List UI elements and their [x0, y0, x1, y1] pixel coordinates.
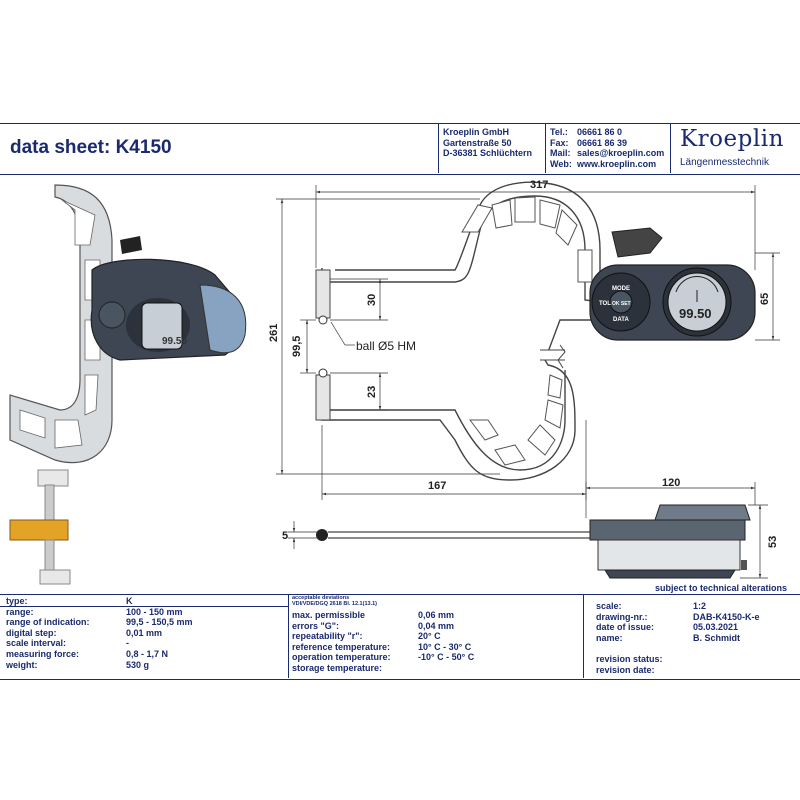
- dim-body-height: 53: [767, 536, 779, 548]
- contact-labels: Tel.: Fax: Mail: Web:: [550, 127, 572, 169]
- info-spacer: [596, 643, 663, 654]
- spec-value: 100 - 150 mm: [126, 606, 183, 617]
- deviation-label: max. permissible: [292, 610, 366, 620]
- deviation-label: errors "G":: [292, 620, 340, 631]
- dim-height-total: 261: [268, 324, 280, 342]
- header-divider: [670, 123, 671, 173]
- spec-value: 99,5 - 150,5 mm: [126, 617, 193, 628]
- table-divider: [288, 594, 289, 678]
- deviation-label: operation temperature:: [292, 652, 391, 663]
- issue-date: 05.03.2021: [693, 622, 739, 633]
- dim-jaw-lower: 23: [366, 386, 378, 398]
- spec-values: K 100 - 150 mm 99,5 - 150,5 mm 0,01 mm -…: [126, 596, 193, 670]
- dim-body-length: 120: [662, 477, 680, 489]
- caliper-front-view: [315, 181, 612, 481]
- deviation-value: 20° C: [418, 631, 441, 642]
- deviation-value: 10° C - 30° C: [418, 641, 472, 652]
- spec-value: K: [126, 596, 133, 606]
- dim-arm-thickness: 5: [282, 530, 288, 542]
- spec-value: -: [126, 638, 129, 649]
- spec-value: 0,01 mm: [126, 627, 163, 638]
- contact-label: Web:: [550, 158, 572, 169]
- info-label: drawing-nr.:: [596, 611, 648, 622]
- deviation-value: 0,06 mm: [418, 610, 455, 620]
- info-label: scale:: [596, 601, 622, 611]
- address-line: D-36381 Schlüchtern: [443, 148, 533, 158]
- contact-label: Fax:: [550, 137, 569, 148]
- header-divider: [545, 123, 546, 173]
- usage-schematic: [9, 469, 71, 585]
- address-line: Gartenstraße 50: [443, 137, 512, 148]
- mode-button[interactable]: MODE: [612, 286, 630, 292]
- spec-label: measuring force:: [6, 648, 80, 659]
- dim-gauge-height: 65: [759, 293, 771, 305]
- header-band: [0, 123, 800, 175]
- deviation-label: storage temperature:: [292, 662, 383, 673]
- info-label: name:: [596, 632, 623, 643]
- deviation-caption: acceptable deviations VDI/VDE/DGQ 2618 B…: [292, 595, 377, 607]
- info-label: revision date:: [596, 664, 655, 675]
- deviation-label: reference temperature:: [292, 641, 391, 652]
- table-rule: [0, 606, 288, 607]
- author-name: B. Schmidt: [693, 632, 741, 643]
- ball-label: ball Ø5 HM: [356, 339, 416, 353]
- header-divider: [438, 123, 439, 173]
- caption-line: VDI/VDE/DGQ 2618 Bl. 12.1(13.1): [292, 601, 377, 607]
- fax-number: 06661 86 39: [577, 137, 628, 148]
- spec-label: scale interval:: [6, 638, 67, 649]
- dim-range-max: 99,5: [291, 336, 303, 357]
- digital-gauge: [589, 227, 756, 341]
- phone-number: 06661 86 0: [577, 127, 623, 137]
- company-logo: Kroeplin: [680, 126, 784, 152]
- alterations-note: subject to technical alterations: [655, 583, 788, 593]
- page-title: data sheet: K4150: [10, 137, 172, 158]
- contact-label: Mail:: [550, 148, 571, 158]
- spec-label: range:: [6, 606, 34, 617]
- deviation-values: 0,06 mm 0,04 mm 20° C 10° C - 30° C -10°…: [418, 610, 474, 663]
- spec-value: 530 g: [126, 659, 150, 670]
- website-link[interactable]: www.kroeplin.com: [577, 158, 657, 169]
- spec-labels: type: range: range of indication: digita…: [6, 596, 90, 670]
- contact-values: 06661 86 0 06661 86 39 sales@kroeplin.co…: [577, 127, 664, 169]
- deviation-value: 0,04 mm: [418, 620, 455, 631]
- caliper-3d-render: [9, 184, 247, 464]
- address-block: Kroeplin GmbH Gartenstraße 50 D-36381 Sc…: [443, 127, 532, 159]
- company-tagline: Längenmesstechnik: [680, 157, 769, 168]
- dim-width-total: 317: [530, 179, 548, 191]
- render-display-value: 99.50: [162, 336, 187, 347]
- display-value: 99.50: [679, 306, 712, 321]
- dim-jaw-upper: 30: [366, 294, 378, 306]
- spec-label: digital step:: [6, 627, 57, 638]
- deviation-label: repeatability "r":: [292, 631, 363, 642]
- spec-table: [0, 594, 800, 680]
- table-divider: [583, 594, 584, 678]
- data-button[interactable]: DATA: [613, 317, 629, 323]
- info-label: date of issue:: [596, 622, 655, 633]
- scale-value: 1:2: [693, 601, 707, 611]
- drawing-number: DAB-K4150-K-e: [693, 611, 760, 622]
- caption-line: acceptable deviations: [292, 595, 350, 601]
- dimension-lines: [276, 185, 780, 500]
- caliper-side-view: [316, 504, 751, 579]
- spec-label: weight:: [6, 659, 38, 670]
- ok-set-button[interactable]: OK SET: [612, 301, 631, 307]
- contact-label: Tel.:: [550, 127, 568, 137]
- side-dimension-lines: [288, 482, 768, 579]
- drawing-info-values: 1:2 DAB-K4150-K-e 05.03.2021 B. Schmidt: [693, 601, 760, 643]
- info-label: revision status:: [596, 653, 663, 664]
- drawing-info-labels: scale: drawing-nr.: date of issue: name:…: [596, 601, 663, 675]
- dim-depth: 167: [428, 480, 446, 492]
- spec-label: type:: [6, 596, 28, 606]
- tol-button[interactable]: TOL: [599, 301, 611, 307]
- spec-label: range of indication:: [6, 617, 90, 628]
- deviation-labels: max. permissible errors "G": repeatabili…: [292, 610, 391, 674]
- address-line: Kroeplin GmbH: [443, 127, 510, 137]
- spec-value: 0,8 - 1,7 N: [126, 648, 169, 659]
- deviation-value: -10° C - 50° C: [418, 652, 475, 663]
- email-link[interactable]: sales@kroeplin.com: [577, 148, 665, 158]
